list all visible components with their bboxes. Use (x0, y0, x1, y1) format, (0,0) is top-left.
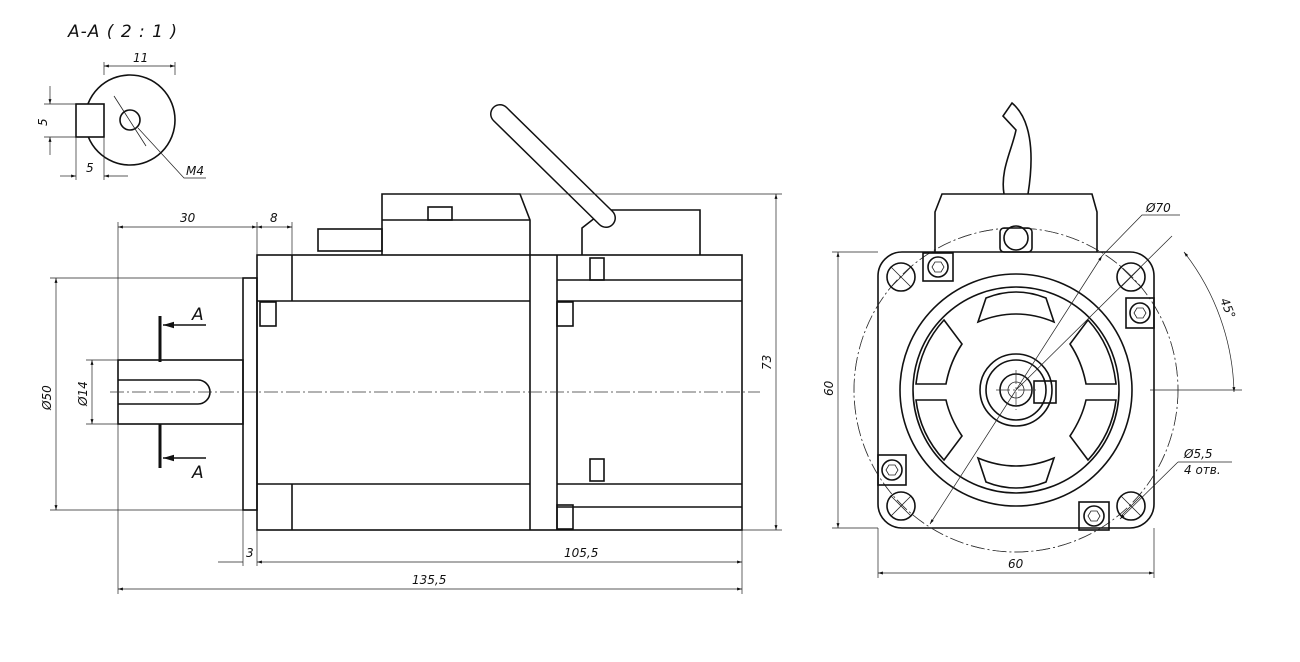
dim-key-height: 5 (36, 118, 50, 126)
side-view: A A 30 8 Ø50 Ø14 73 (40, 104, 782, 594)
motor-body (256, 254, 743, 531)
dim-flange: 8 (270, 211, 278, 225)
flange-plate (242, 277, 258, 511)
section-view: A-A ( 2 : 1 ) 11 5 5 M4 (36, 22, 206, 180)
svg-text:A: A (191, 305, 204, 325)
cable (490, 104, 616, 228)
thread-label: M4 (186, 164, 204, 178)
dim-total-length: 135,5 (412, 573, 446, 587)
section-mark-bottom: A (158, 424, 206, 483)
section-mark-top: A (158, 305, 206, 362)
dim-shaft-length: 30 (180, 211, 196, 225)
section-title: A-A ( 2 : 1 ) (67, 22, 178, 42)
dim-bolt-circle: Ø70 (1145, 201, 1171, 215)
dim-body-length: 105,5 (564, 546, 598, 560)
key-section (75, 103, 105, 138)
dim-flange-thickness: 3 (246, 546, 254, 560)
dim-section-width: 11 (133, 51, 148, 65)
dim-pilot-diameter: Ø50 (40, 385, 54, 411)
dim-shaft-diameter: Ø14 (76, 381, 90, 407)
mounting-holes (886, 262, 1146, 521)
dim-hole: Ø5,5 (1183, 447, 1213, 461)
threaded-hole (119, 109, 141, 131)
dim-height: 73 (760, 355, 774, 370)
front-view: Ø70 45° Ø5,5 4 отв. 60 60 (822, 101, 1242, 578)
dim-front-width: 60 (1008, 557, 1024, 571)
dim-key-width: 5 (86, 161, 94, 175)
dim-hole-count: 4 отв. (1184, 463, 1221, 477)
dim-front-height: 60 (822, 380, 836, 396)
svg-text:A: A (191, 463, 204, 483)
